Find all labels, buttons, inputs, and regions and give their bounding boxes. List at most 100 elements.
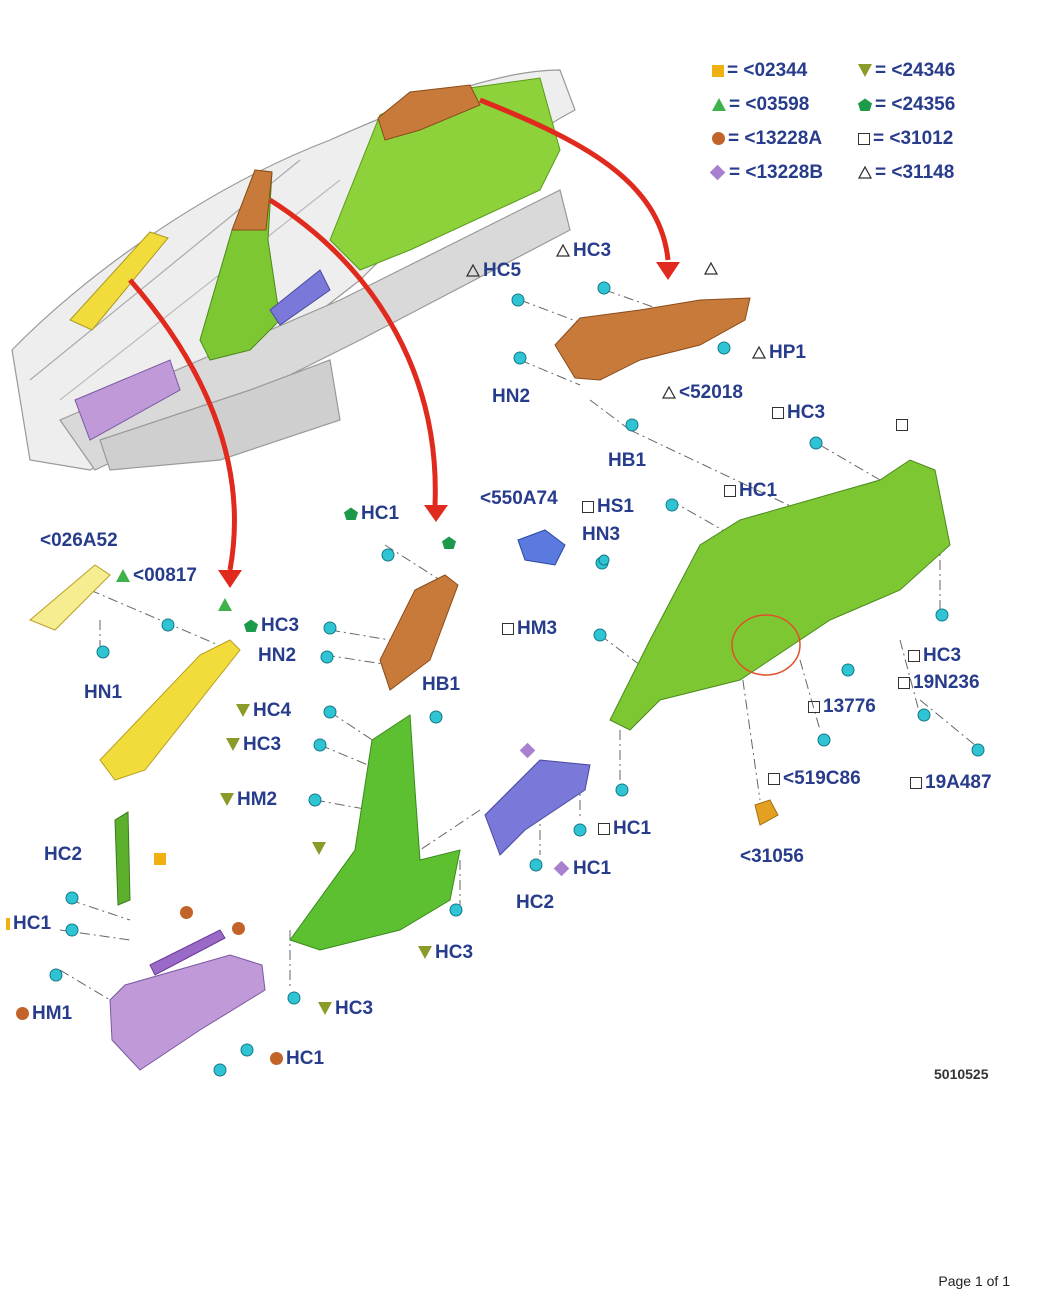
callout-text: HC1 bbox=[13, 913, 52, 934]
legend-row-02344: = <02344 bbox=[712, 60, 807, 82]
callout-text: HB1 bbox=[608, 450, 647, 471]
callout-text: HC1 bbox=[613, 818, 652, 839]
callout-hc1-square: HC1 bbox=[598, 818, 651, 840]
diamond-purple-icon bbox=[553, 861, 570, 877]
kick-panel-blue bbox=[484, 759, 591, 856]
callout-text: HN3 bbox=[582, 524, 621, 545]
legend-row-31012: = <31012 bbox=[858, 128, 953, 150]
triangle-down-olive-icon bbox=[236, 704, 250, 718]
red-arrows bbox=[128, 97, 671, 571]
square-open-icon bbox=[582, 500, 594, 513]
quarter-trim-green bbox=[609, 459, 951, 731]
pentagon-green-icon bbox=[858, 98, 872, 112]
b-pillar-lower-green-trim bbox=[289, 714, 461, 951]
callout-00817: <00817 bbox=[116, 565, 197, 587]
callout-hc1-left: HC1 bbox=[6, 913, 51, 935]
callout-circle-marker-b bbox=[232, 918, 248, 940]
callout-hc3-pentagon: HC3 bbox=[244, 615, 299, 637]
triangle-open-icon bbox=[662, 386, 676, 400]
callout-hc3-b: HC3 bbox=[418, 942, 473, 964]
callout-hm2: HM2 bbox=[220, 789, 277, 811]
pentagon-green-icon bbox=[344, 507, 358, 521]
legend-eq: = bbox=[875, 94, 887, 115]
callout-text: <519C86 bbox=[783, 768, 861, 789]
callout-hc3-right: HC3 bbox=[772, 402, 825, 424]
legend-part: <13228B bbox=[745, 162, 824, 183]
callout-text: 13776 bbox=[823, 696, 876, 717]
triangle-down-olive-icon bbox=[220, 793, 234, 807]
callout-pentagon-marker bbox=[442, 532, 459, 554]
callout-square-open-marker bbox=[896, 414, 911, 436]
diamond-purple-icon bbox=[709, 165, 726, 181]
triangle-down-olive-icon bbox=[226, 738, 240, 752]
square-orange-icon bbox=[6, 917, 10, 930]
scuff-strip-purple bbox=[149, 929, 226, 976]
callout-text: HC1 bbox=[739, 480, 778, 501]
callout-hc5: HC5 bbox=[466, 260, 521, 282]
callout-text: HC2 bbox=[516, 892, 555, 913]
legend-eq: = bbox=[875, 162, 887, 183]
callout-text: HM2 bbox=[237, 789, 278, 810]
callout-text: <00817 bbox=[133, 565, 197, 586]
pentagon-green-icon bbox=[244, 619, 258, 633]
bracket-blue bbox=[517, 529, 566, 566]
legend-part: <24346 bbox=[891, 60, 956, 81]
callout-text: HC2 bbox=[44, 844, 83, 865]
callout-hc4: HC4 bbox=[236, 700, 291, 722]
b-pillar-upper-orange-trim bbox=[379, 574, 459, 691]
callout-hc3-top: HC3 bbox=[556, 240, 611, 262]
callout-text: HB1 bbox=[422, 674, 461, 695]
legend-part: <13228A bbox=[744, 128, 823, 149]
pentagon-green-icon bbox=[442, 536, 456, 550]
red-arrowheads bbox=[218, 262, 680, 588]
callout-hm3: HM3 bbox=[502, 618, 557, 640]
triangle-green-icon bbox=[116, 569, 130, 583]
callout-hc1-mid: HC1 bbox=[724, 480, 777, 502]
callout-text: HC3 bbox=[787, 402, 826, 423]
body-rear-orange bbox=[377, 84, 481, 141]
callout-hc3-a: HC3 bbox=[226, 734, 281, 756]
callout-text: HC3 bbox=[573, 240, 612, 261]
square-open-icon bbox=[908, 649, 920, 662]
triangle-down-olive-icon bbox=[418, 946, 432, 960]
callout-text: HM3 bbox=[517, 618, 558, 639]
highlight-circle bbox=[731, 614, 801, 676]
triangle-open-icon bbox=[752, 346, 766, 360]
clips bbox=[49, 281, 985, 1077]
square-open-icon bbox=[772, 406, 784, 419]
square-open-icon bbox=[724, 484, 736, 497]
callout-text: HC1 bbox=[573, 858, 612, 879]
callout-13776: 13776 bbox=[808, 696, 876, 718]
square-open-icon bbox=[502, 622, 514, 635]
callout-text: HC3 bbox=[335, 998, 374, 1019]
legend-row-24346: = <24346 bbox=[858, 60, 955, 82]
square-open-icon bbox=[858, 132, 870, 145]
square-orange-icon bbox=[712, 64, 724, 77]
callout-hc1-diamond: HC1 bbox=[553, 858, 612, 880]
callout-orange-square-marker bbox=[154, 848, 169, 870]
callout-triangle-open-marker bbox=[704, 258, 721, 280]
callout-text: HC3 bbox=[923, 645, 962, 666]
callout-hc3-low: HC3 bbox=[908, 645, 961, 667]
legend-row-13228a: = <13228A bbox=[712, 128, 822, 150]
callout-olive-marker bbox=[312, 838, 329, 860]
callout-hn1: HN1 bbox=[84, 682, 122, 704]
callout-text: HS1 bbox=[597, 496, 634, 517]
square-open-icon bbox=[768, 772, 780, 785]
a-pillar-yellow bbox=[69, 231, 169, 331]
callout-026a52: <026A52 bbox=[40, 530, 118, 552]
callout-text: HN1 bbox=[84, 682, 123, 703]
square-open-icon bbox=[808, 700, 820, 713]
square-open-icon bbox=[898, 676, 910, 689]
square-open-icon bbox=[896, 418, 908, 431]
callout-text: HC5 bbox=[483, 260, 522, 281]
circle-brown-icon bbox=[180, 906, 193, 920]
legend-eq: = bbox=[729, 94, 741, 115]
legend-part: <31148 bbox=[891, 162, 955, 183]
legend-part: <02344 bbox=[743, 60, 808, 81]
callout-hn3: HN3 bbox=[582, 524, 620, 546]
square-orange-icon bbox=[154, 852, 166, 865]
legend-eq: = bbox=[727, 60, 739, 81]
callout-hn2-mid: HN2 bbox=[258, 645, 296, 667]
square-open-icon bbox=[598, 822, 610, 835]
